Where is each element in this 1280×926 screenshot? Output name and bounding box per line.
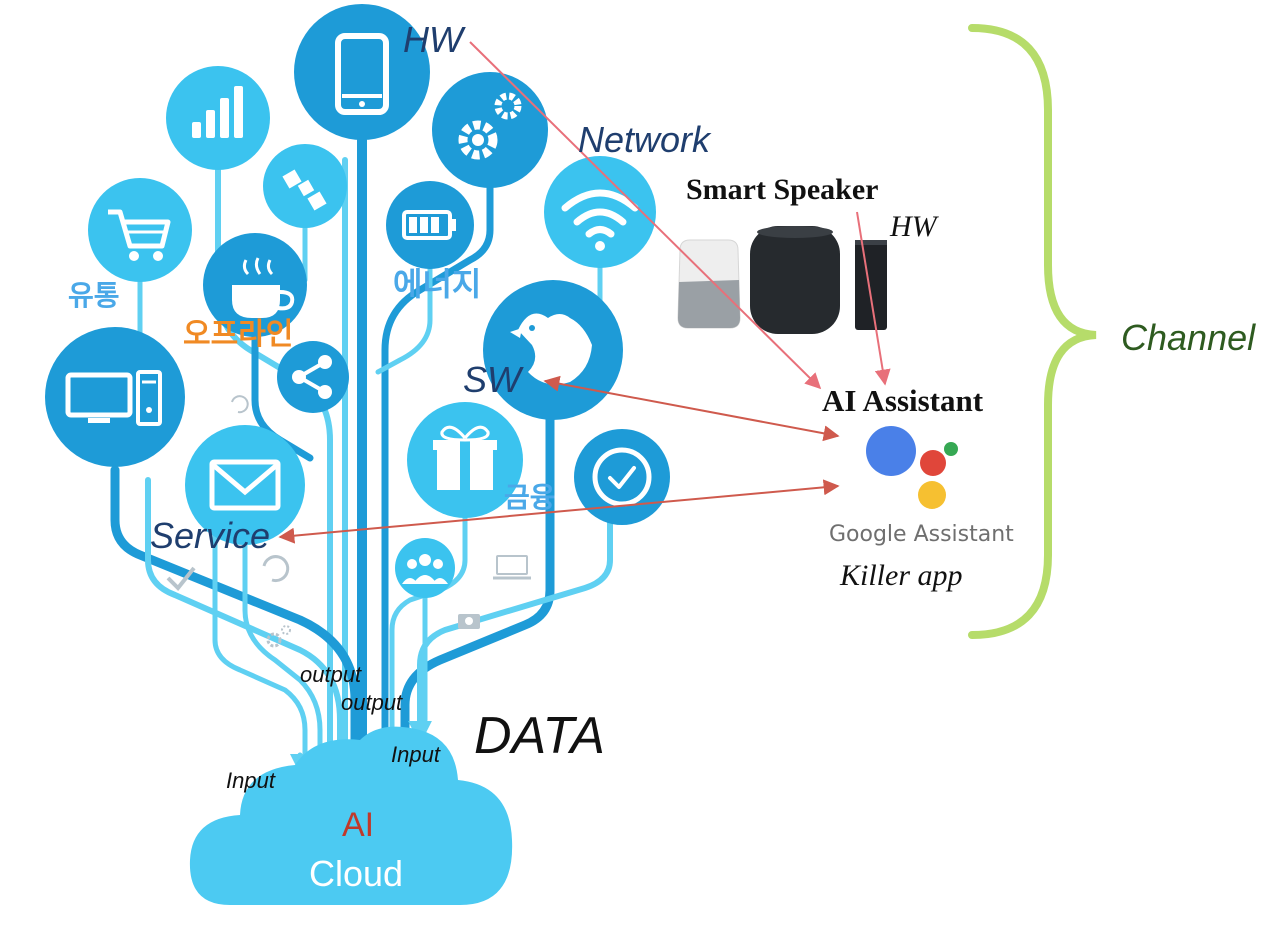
cloud-name-label: Cloud [309,853,404,894]
coffee-cup-icon [203,233,307,337]
shopping-cart-icon [88,178,192,282]
ai-cloud [189,726,513,905]
clock-icon [574,429,670,525]
google-home-speaker [677,239,741,329]
input-label-left: Input [226,768,275,793]
signal-bars-icon [166,66,270,170]
mobile-phone-icon [294,4,430,140]
laptop-icon [493,555,531,580]
wifi-icon [544,156,656,268]
people-icon [395,538,455,598]
satellite-icon [263,144,347,228]
camera-icon [458,614,480,629]
output-label-2: output [341,690,403,715]
speaker-hw-arrow [856,211,891,386]
battery-icon [386,181,474,269]
smart-speakers [677,226,887,334]
tree-branches [110,108,613,780]
google-assistant-logo [866,426,958,509]
network-label: Network [578,119,711,160]
cloud-ai-label: AI [342,806,375,844]
echo-speaker [855,240,887,330]
data-label: DATA [474,707,605,765]
desktop-computer-icon [45,327,185,467]
share-icon [277,341,349,413]
kr-distribution-label: 유통 [68,279,120,312]
kr-finance-label: 금융 [504,481,556,514]
service-assistant-arrow [278,479,840,544]
kr-energy-label: 에너지 [393,265,482,303]
envelope-icon [185,425,305,545]
sw-label: SW [463,359,521,400]
input-label-right: Input [391,742,440,767]
checkmark-icon [166,566,196,591]
gears-icon [432,72,548,188]
small-gears-icon [266,625,291,648]
channel-brace [968,24,1097,639]
refresh-icon [231,395,290,583]
ai-assistant-label: AI Assistant [822,383,984,418]
hw-speaker-label: HW [890,210,937,243]
channel-label: Channel [1121,317,1256,358]
kr-offline-label: 오프라인 [183,317,294,352]
sw-assistant-arrow [543,375,840,442]
homepod-speaker [750,226,840,334]
google-assistant-wordmark: Google Assistant [829,522,1014,547]
service-label: Service [150,515,271,556]
hw-top-label: HW [403,19,463,60]
killer-app-label: Killer app [840,559,963,592]
hw-to-assistant-arrow [469,41,822,390]
output-label-1: output [300,662,362,687]
connection-arrows [278,41,891,544]
smart-speaker-label: Smart Speaker [686,173,879,206]
